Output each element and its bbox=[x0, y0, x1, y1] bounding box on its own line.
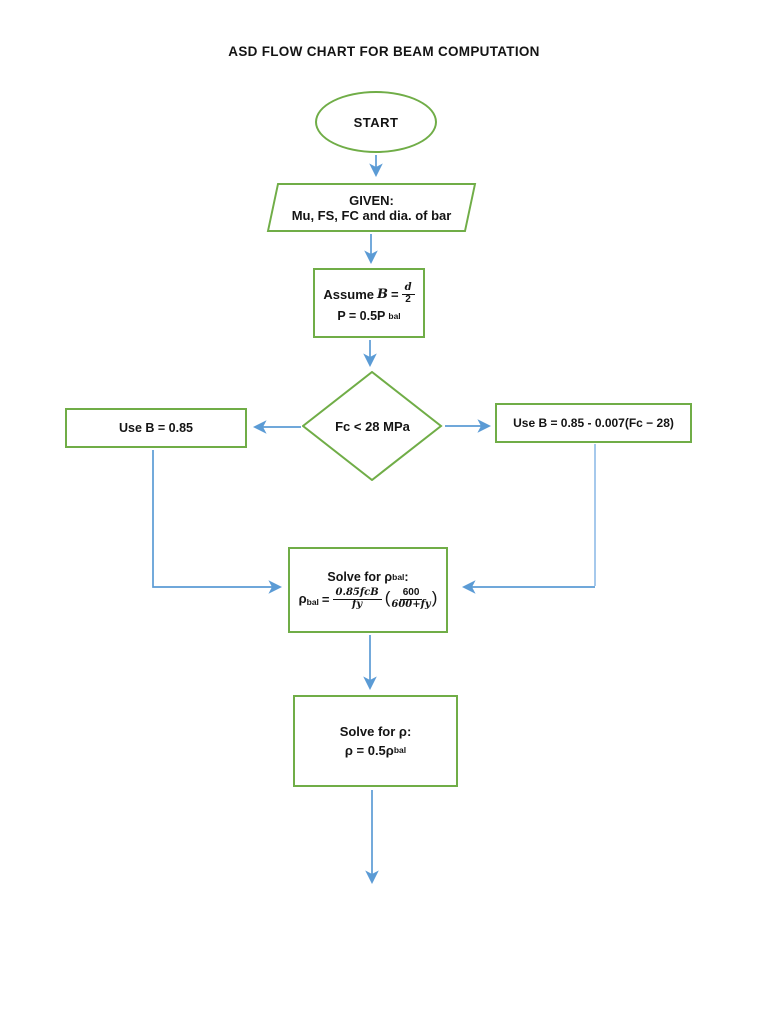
assume-fraction-denominator: 2 bbox=[405, 293, 411, 305]
rho-bal-fraction-2: 600 600+fy bbox=[391, 587, 431, 610]
solve-rho-bal-title-text: Solve for ρ bbox=[327, 570, 393, 584]
rho-bal-open-paren: ( bbox=[384, 588, 391, 607]
assume-variable: B bbox=[376, 286, 388, 302]
rho-bal-lhs: ρbal bbox=[298, 591, 319, 608]
assume-fraction: d 2 bbox=[401, 282, 415, 305]
decision-diamond-shape bbox=[302, 371, 443, 481]
rho-bal-frac1-numerator: 0.85fcB bbox=[332, 587, 382, 600]
given-title: GIVEN: bbox=[349, 192, 394, 208]
rho-bal-close-paren: ) bbox=[431, 588, 438, 607]
solve-rho-bal-formula: ρbal = 0.85fcB fy ( 600 600+fy ) bbox=[298, 587, 438, 610]
solve-rho-bal-title-colon: : bbox=[404, 570, 409, 584]
solve-rho-bal-title-subscript: bal bbox=[392, 571, 405, 582]
use-b-formula-node: Use B = 0.85 - 0.007(Fc − 28) bbox=[495, 403, 692, 443]
use-b-simple-label: Use B = 0.85 bbox=[118, 421, 193, 435]
given-detail: Mu, FS, FC and dia. of bar bbox=[291, 207, 452, 223]
assume-fraction-numerator: d bbox=[401, 282, 415, 295]
connector-left-box-to-rho-bal bbox=[152, 450, 283, 594]
rho-bal-frac2-numerator: 600 bbox=[399, 587, 423, 600]
start-node: START bbox=[315, 91, 437, 153]
assume-line2-subscript: bal bbox=[388, 310, 401, 321]
decision-node: Fc < 28 MPa bbox=[302, 371, 443, 481]
rho-bal-fraction-1: 0.85fcB fy bbox=[332, 587, 382, 610]
use-b-simple-node: Use B = 0.85 bbox=[65, 408, 247, 448]
assume-line2-text: P = 0.5P bbox=[337, 309, 386, 323]
decision-label: Fc < 28 MPa bbox=[335, 418, 410, 434]
page-title: ASD FLOW CHART FOR BEAM COMPUTATION bbox=[228, 44, 540, 59]
rho-bal-frac2-denominator: 600+fy bbox=[391, 598, 431, 610]
solve-rho-formula-text: ρ = 0.5ρ bbox=[344, 743, 394, 758]
assume-prefix: Assume bbox=[323, 286, 374, 302]
use-b-formula-label: Use B = 0.85 - 0.007(Fc − 28) bbox=[513, 416, 674, 430]
start-label: START bbox=[353, 114, 399, 130]
assume-equals: = bbox=[390, 286, 399, 302]
rho-bal-frac1-denominator: fy bbox=[352, 598, 363, 610]
solve-rho-title: Solve for ρ: bbox=[339, 724, 412, 739]
rho-bal-equals: = bbox=[321, 591, 330, 607]
given-node: GIVEN: Mu, FS, FC and dia. of bar bbox=[266, 183, 477, 232]
assume-line1: Assume B = d 2 bbox=[323, 282, 415, 305]
solve-rho-formula-subscript: bal bbox=[393, 745, 407, 756]
